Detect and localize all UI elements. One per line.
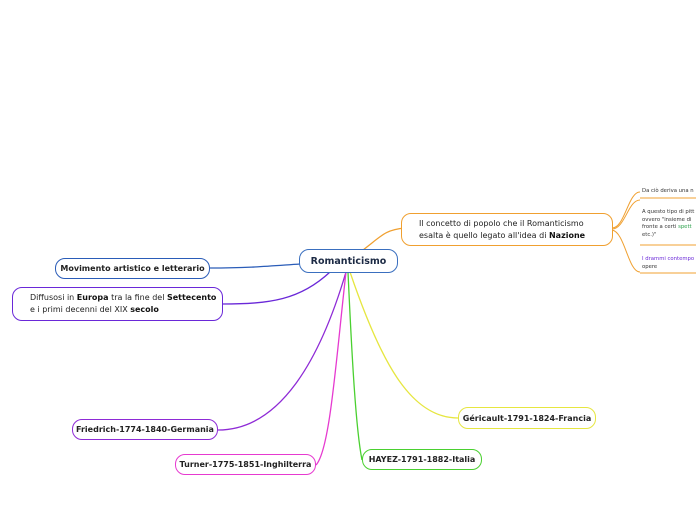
popolo-text: Il concetto di popolo che il Romanticism… <box>419 218 585 242</box>
popolo-child-2-line3a: fronte a certi <box>642 224 679 231</box>
popolo-child-2-line1: A questo tipo di pitt <box>642 209 695 215</box>
gericault-label: Géricault-1791-1824-Francia <box>462 413 592 423</box>
node-turner[interactable]: Turner-1775-1851-Inghilterra <box>175 454 316 475</box>
edge-friedrich <box>217 271 347 431</box>
popolo-child-2-line4: etc.)" <box>642 231 657 238</box>
diffusosi-line2: e i primi decenni del XIX secolo <box>30 304 216 316</box>
popolo-child-2-line3b: spett <box>678 224 692 231</box>
diff-l1-segment: Settecento <box>166 293 217 302</box>
turner-label: Turner-1775-1851-Inghilterra <box>179 460 312 469</box>
node-friedrich[interactable]: Friedrich-1774-1840-Germania <box>72 419 218 440</box>
diffusosi-text: Diffusosi in Europa tra la fine del Sett… <box>30 292 216 316</box>
hayez-label: HAYEZ-1791-1882-Italia <box>368 455 476 464</box>
edge-gericault <box>349 271 459 419</box>
popolo-child-2-line3: fronte a certi spett <box>642 224 694 232</box>
diff-l1-segment: Europa <box>76 293 109 302</box>
popolo-child-3-line2: opere <box>642 263 658 270</box>
edge-diffusosi <box>221 271 331 305</box>
popolo-child-3[interactable]: I drammi contempo opere <box>642 256 694 271</box>
edge-movimento <box>209 263 301 269</box>
diff-l2-segment: secolo <box>130 305 159 314</box>
popolo-line1: Il concetto di popolo che il Romanticism… <box>419 218 585 230</box>
diffusosi-line1: Diffusosi in Europa tra la fine del Sett… <box>30 292 216 304</box>
popolo-child-3-line1: I drammi contempo <box>642 256 695 262</box>
edge-popolo-item3 <box>611 229 641 273</box>
node-movimento[interactable]: Movimento artistico e letterario <box>55 258 210 279</box>
node-gericault[interactable]: Géricault-1791-1824-Francia <box>458 407 596 429</box>
diff-l2-segment: e i primi decenni del XIX <box>30 305 131 314</box>
edge-hayez <box>347 271 363 461</box>
central-topic[interactable]: Romanticismo <box>299 249 398 273</box>
node-popolo-nazione[interactable]: Il concetto di popolo che il Romanticism… <box>401 213 613 246</box>
popolo-child-1[interactable]: Da ciò deriva una n <box>642 188 694 196</box>
edge-popolo-item2 <box>611 199 641 230</box>
popolo-l1-segment: Il concetto di popolo che il Romanticism… <box>419 218 584 228</box>
node-hayez[interactable]: HAYEZ-1791-1882-Italia <box>362 449 482 470</box>
diff-l1-segment: Diffusosi in <box>30 293 77 302</box>
diff-l1-segment: tra la fine del <box>108 293 167 302</box>
movimento-label: Movimento artistico e letterario <box>60 264 205 273</box>
popolo-child-2-line2: ovvero "insieme di <box>642 216 692 223</box>
node-diffusosi[interactable]: Diffusosi in Europa tra la fine del Sett… <box>12 287 223 321</box>
popolo-l2-segment: Nazione <box>548 230 586 240</box>
popolo-l2-segment: esalta è quello legato all'idea di <box>419 230 549 240</box>
popolo-child-2[interactable]: A questo tipo di pitt ovvero "insieme di… <box>642 209 694 239</box>
friedrich-label: Friedrich-1774-1840-Germania <box>76 425 214 434</box>
popolo-child-1-text: Da ciò deriva una n <box>642 188 694 194</box>
popolo-line2: esalta è quello legato all'idea di Nazio… <box>419 230 585 242</box>
central-topic-label: Romanticismo <box>310 255 387 267</box>
edge-popolo-item1 <box>611 191 641 229</box>
edge-turner <box>315 271 347 466</box>
